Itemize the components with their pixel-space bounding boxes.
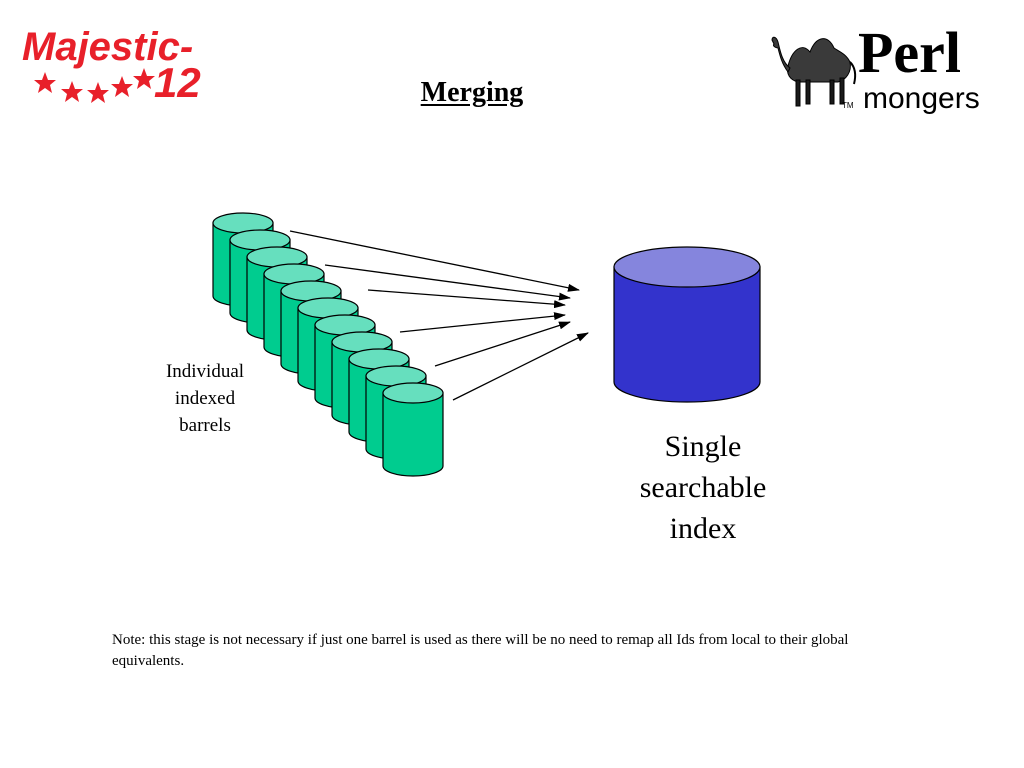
merge-arrow — [434, 321, 571, 367]
index-label: Single searchable index — [608, 426, 798, 549]
merge-arrow — [367, 289, 566, 309]
index-label-line: Single — [664, 430, 742, 463]
merge-arrows — [289, 230, 589, 401]
star-icon — [133, 68, 155, 89]
trademark-mark: TM — [842, 101, 854, 110]
merge-arrow — [452, 332, 589, 401]
index-label-line: index — [669, 512, 737, 545]
majestic-logo-text: Majestic- — [22, 25, 193, 69]
merge-arrow — [399, 312, 566, 333]
star-icon — [61, 81, 83, 102]
star-icons — [34, 68, 155, 103]
barrels-label-line: indexed — [174, 388, 236, 409]
star-icon — [34, 72, 56, 93]
barrel-cylinder — [382, 382, 444, 477]
single-index-cylinder — [613, 246, 761, 403]
perl-wordmark: Perl — [858, 20, 961, 85]
perl-mongers-logo: Perl mongers TM — [771, 20, 980, 115]
slide-title: Merging — [420, 77, 524, 108]
barrels-label-line: Individual — [165, 361, 245, 382]
star-icon — [87, 82, 109, 103]
majestic-12-logo: Majestic- 12 — [22, 25, 201, 106]
barrel-stack — [212, 212, 444, 477]
index-cylinder — [613, 246, 761, 403]
merge-arrow — [324, 264, 571, 301]
index-label-line: searchable — [639, 471, 767, 504]
camel-icon — [771, 36, 857, 107]
barrels-label: Individual indexed barrels — [145, 358, 265, 439]
star-icon — [111, 76, 133, 97]
majestic-logo-number: 12 — [154, 59, 201, 106]
merge-arrow — [289, 230, 580, 292]
footer-note: Note: this stage is not necessary if jus… — [112, 632, 849, 669]
mongers-wordmark: mongers — [863, 82, 980, 115]
barrels-label-line: barrels — [179, 415, 231, 436]
